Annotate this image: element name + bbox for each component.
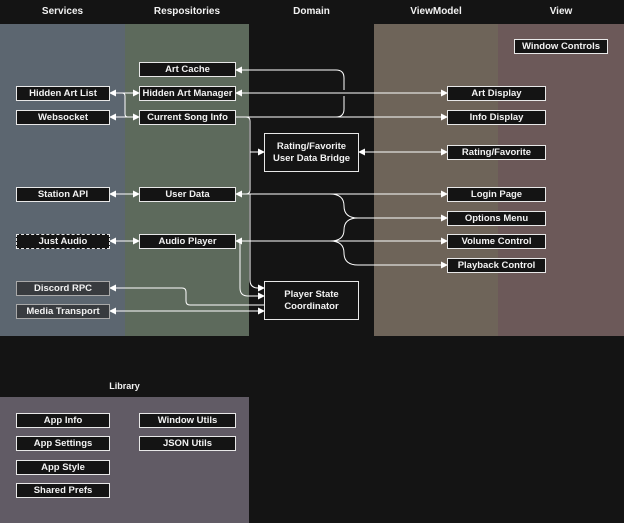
audio-player-node: Audio Player <box>139 234 236 249</box>
just-audio-node: Just Audio <box>16 234 110 249</box>
media-transport-node: Media Transport <box>16 304 110 319</box>
volume-control-node: Volume Control <box>447 234 546 249</box>
rating-favorite-node: Rating/Favorite <box>447 145 546 160</box>
viewmodel-lane <box>374 24 498 336</box>
edge-bus-playerstate <box>249 194 265 292</box>
edge-audio-playback <box>329 240 448 269</box>
window-controls-node: Window Controls <box>514 39 608 54</box>
edge-hiddenartlist-songinfo <box>110 92 139 118</box>
art-cache-node: Art Cache <box>139 62 236 77</box>
websocket-node: Websocket <box>16 110 110 125</box>
shared-prefs-node: Shared Prefs <box>16 483 110 498</box>
edge-audio-playerstate <box>236 240 265 300</box>
json-utils-node: JSON Utils <box>139 436 236 451</box>
player-state-coordinator-node: Player State Coordinator <box>264 281 359 320</box>
station-api-node: Station API <box>16 187 110 202</box>
hidden-art-manager-node: Hidden Art Manager <box>139 86 236 101</box>
repositories-header: Respositories <box>153 6 221 17</box>
app-style-node: App Style <box>16 460 110 475</box>
edge-songinfo-bracket <box>236 96 345 118</box>
discord-rpc-node: Discord RPC <box>16 281 110 296</box>
art-display-node: Art Display <box>447 86 546 101</box>
app-settings-node: App Settings <box>16 436 110 451</box>
edge-playerstate-discord <box>109 284 264 306</box>
info-display-node: Info Display <box>447 110 546 125</box>
user-data-node: User Data <box>139 187 236 202</box>
window-utils-node: Window Utils <box>139 413 236 428</box>
rating-favorite-bridge-node: Rating/Favorite User Data Bridge <box>264 133 359 172</box>
library-title: Library <box>109 381 140 391</box>
domain-header: Domain <box>293 6 330 17</box>
app-info-node: App Info <box>16 413 110 428</box>
view-lane <box>498 24 624 336</box>
viewmodel-header: ViewModel <box>410 6 462 17</box>
playback-control-node: Playback Control <box>447 258 546 273</box>
current-song-info-node: Current Song Info <box>139 110 236 125</box>
hidden-art-list-node: Hidden Art List <box>16 86 110 101</box>
edge-bus-rating <box>236 116 251 195</box>
options-menu-node: Options Menu <box>447 211 546 226</box>
services-header: Services <box>41 6 84 17</box>
login-page-node: Login Page <box>447 187 546 202</box>
edge-userdata-options <box>329 193 448 222</box>
edge-audio-options <box>329 217 359 242</box>
edge-artcache-bracket <box>235 66 345 90</box>
view-header: View <box>549 6 573 17</box>
